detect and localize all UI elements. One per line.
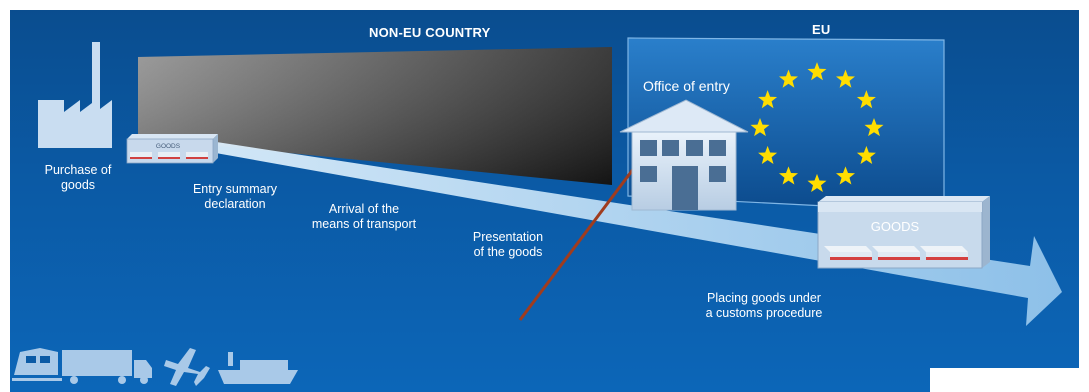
large-goods-container [817, 196, 990, 269]
small-goods-label: GOODS [156, 143, 181, 150]
label-line: Placing goods under [707, 291, 821, 305]
label-line: declaration [204, 197, 266, 211]
presentation-label: Presentation of the goods [450, 230, 566, 260]
airplane-icon [164, 348, 210, 386]
flow-arrow [210, 141, 1062, 326]
label-line: Presentation [472, 230, 544, 244]
eu-star-icon [856, 90, 876, 109]
non-eu-country-header: NON-EU COUNTRY [369, 25, 491, 40]
office-of-entry-label: Office of entry [643, 78, 730, 94]
label-line: means of transport [311, 217, 417, 231]
entry-summary-label: Entry summary declaration [172, 182, 298, 212]
white-corner [930, 368, 1080, 392]
placing-goods-label: Placing goods under a customs procedure [688, 291, 840, 321]
label-line: Arrival of the [328, 202, 400, 216]
label-line: Purchase of [44, 163, 112, 177]
truck-icon [62, 350, 152, 384]
eu-star-icon [758, 90, 778, 109]
label-line: of the goods [473, 245, 543, 259]
train-icon [12, 348, 62, 381]
eu-star-icon [750, 118, 770, 137]
eu-star-icon [836, 69, 855, 88]
arrival-label: Arrival of the means of transport [296, 202, 432, 232]
presentation-line [518, 159, 642, 321]
eu-flag-stars [750, 62, 884, 192]
small-goods-container [126, 134, 218, 164]
eu-star-icon [836, 166, 855, 185]
ship-icon [218, 352, 298, 384]
eu-star-icon [779, 69, 798, 88]
large-goods-label: GOODS [871, 219, 920, 234]
factory-icon [38, 42, 112, 148]
eu-star-icon [856, 145, 876, 164]
eu-star-icon [807, 62, 827, 81]
label-line: a customs procedure [705, 306, 823, 320]
label-line: goods [60, 178, 96, 192]
eu-star-icon [779, 166, 798, 185]
building-icon [619, 99, 749, 211]
label-line: Entry summary [192, 182, 278, 196]
eu-star-icon [807, 173, 827, 192]
eu-star-icon [864, 118, 884, 137]
eu-star-icon [758, 145, 778, 164]
eu-header: EU [812, 22, 831, 37]
purchase-of-goods-label: Purchase of goods [30, 163, 126, 193]
